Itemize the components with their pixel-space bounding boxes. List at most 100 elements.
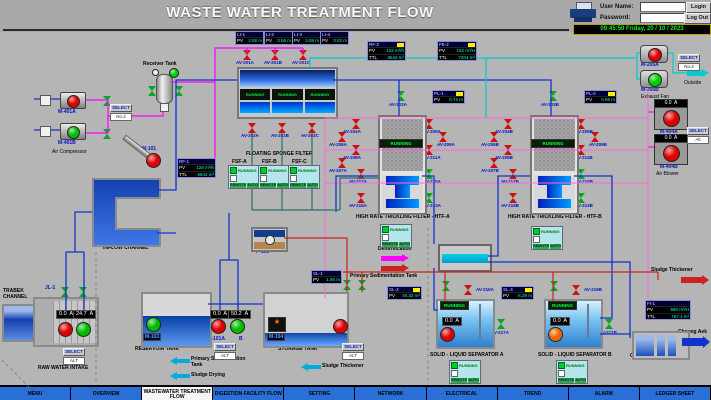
valve-icon[interactable] xyxy=(490,132,499,142)
valve-icon[interactable] xyxy=(490,158,499,168)
valve-icon[interactable] xyxy=(357,193,366,203)
valve-icon[interactable] xyxy=(577,145,586,155)
valve-icon[interactable] xyxy=(509,193,518,203)
valve-icon[interactable] xyxy=(278,123,287,133)
valve-icon[interactable] xyxy=(504,119,513,129)
label: HIGH RATE TRICKLING FILTER - HTF-B xyxy=(508,214,602,220)
valve-icon[interactable] xyxy=(439,132,448,142)
nav-tab-ledger-sheet[interactable]: LEDGER SHEET xyxy=(639,387,711,400)
valve-icon[interactable] xyxy=(299,50,308,60)
valve-icon[interactable] xyxy=(550,281,559,291)
valve-icon[interactable] xyxy=(271,50,280,60)
valve-icon[interactable] xyxy=(338,132,347,142)
valve-icon[interactable] xyxy=(464,285,473,295)
valve-icon[interactable] xyxy=(175,86,184,96)
pump-icon[interactable] xyxy=(333,319,348,334)
pump-icon[interactable] xyxy=(146,317,161,332)
valve-icon[interactable] xyxy=(358,280,367,290)
nav-tab-trend[interactable]: TREND xyxy=(497,387,569,400)
pump-icon[interactable] xyxy=(548,327,563,342)
valve-icon[interactable] xyxy=(397,91,406,101)
label: AV-204A xyxy=(343,129,361,134)
flow-arrow xyxy=(381,264,409,273)
valve-icon[interactable] xyxy=(338,158,347,168)
valve-icon[interactable] xyxy=(497,319,506,329)
password-input[interactable] xyxy=(640,13,686,23)
valve-icon[interactable] xyxy=(79,287,88,297)
pump-icon[interactable] xyxy=(76,322,91,337)
valve-icon[interactable] xyxy=(425,145,434,155)
pump-icon[interactable] xyxy=(230,319,245,334)
login-button[interactable]: Login xyxy=(686,2,711,13)
nav-tab-network[interactable]: NETWORK xyxy=(355,387,427,400)
valve-icon[interactable] xyxy=(509,169,518,179)
print-icon[interactable] xyxy=(570,2,596,22)
valve-icon[interactable] xyxy=(549,91,558,101)
username-input[interactable] xyxy=(640,2,686,12)
fsf-cell-b-status: RUNNING xyxy=(272,89,303,100)
label: AV-216B xyxy=(584,287,602,292)
valve-icon[interactable] xyxy=(103,129,112,139)
fan-icon[interactable] xyxy=(640,70,668,88)
nav-tab-menu[interactable]: MENU xyxy=(0,387,72,400)
valve-icon[interactable] xyxy=(343,280,352,290)
valve-icon[interactable] xyxy=(248,123,257,133)
motor-icon[interactable] xyxy=(60,92,86,109)
valve-icon[interactable] xyxy=(243,50,252,60)
valve-icon[interactable] xyxy=(442,281,451,291)
printer-body-icon xyxy=(570,9,596,18)
status-lamp xyxy=(169,68,179,78)
valve-icon[interactable] xyxy=(591,132,600,142)
vent-dot xyxy=(152,69,159,76)
valve-icon[interactable] xyxy=(504,145,513,155)
valve-icon[interactable] xyxy=(308,123,317,133)
nav-tab-electrical[interactable]: ELECTRICAL xyxy=(426,387,498,400)
motor-icon[interactable] xyxy=(60,123,86,140)
valve-icon[interactable] xyxy=(572,285,581,295)
valve-icon[interactable] xyxy=(148,86,157,96)
fsf-cell-a-status: RUNNING xyxy=(240,89,271,100)
ammeter-display: 24.7 A xyxy=(73,310,97,319)
nav-tab-digestion-facility-flow[interactable]: DIGESTION FACILITY FLOW xyxy=(213,387,285,400)
nav-tab-alarm[interactable]: ALARM xyxy=(568,387,640,400)
valve-icon[interactable] xyxy=(352,145,361,155)
valve-icon[interactable] xyxy=(425,119,434,129)
valve-icon[interactable] xyxy=(61,287,70,297)
pump-icon[interactable] xyxy=(58,322,73,337)
page-title: WASTE WATER TREATMENT FLOW xyxy=(166,4,434,21)
nav-tab-wastewater-treatment-flow[interactable]: WASTEWATER TREATMENT FLOW xyxy=(142,387,214,400)
nav-tab-setting[interactable]: SETTING xyxy=(284,387,356,400)
nav-tab-overview[interactable]: OVERVIEW xyxy=(71,387,143,400)
air-blower-icon[interactable]: 0.0 A xyxy=(654,134,688,165)
label: Air Blower xyxy=(656,171,679,177)
label: CHANNEL xyxy=(3,294,28,300)
valve-icon[interactable] xyxy=(352,119,361,129)
air-blower-icon[interactable]: 0.0 A xyxy=(654,99,688,130)
fan-icon[interactable] xyxy=(640,45,668,63)
chlorination-tank xyxy=(632,331,690,360)
ammeter-display: 0.0 A xyxy=(550,317,571,326)
logout-button[interactable]: Log Out xyxy=(684,13,711,24)
valve-icon[interactable] xyxy=(577,119,586,129)
valve-icon[interactable] xyxy=(605,319,614,329)
valve-icon[interactable] xyxy=(357,169,366,179)
pump-icon[interactable] xyxy=(440,327,455,342)
pump-icon[interactable] xyxy=(211,319,226,334)
drain-box xyxy=(160,103,169,112)
mixer-icon[interactable]: * xyxy=(268,317,286,332)
pump-icon[interactable] xyxy=(146,153,161,168)
